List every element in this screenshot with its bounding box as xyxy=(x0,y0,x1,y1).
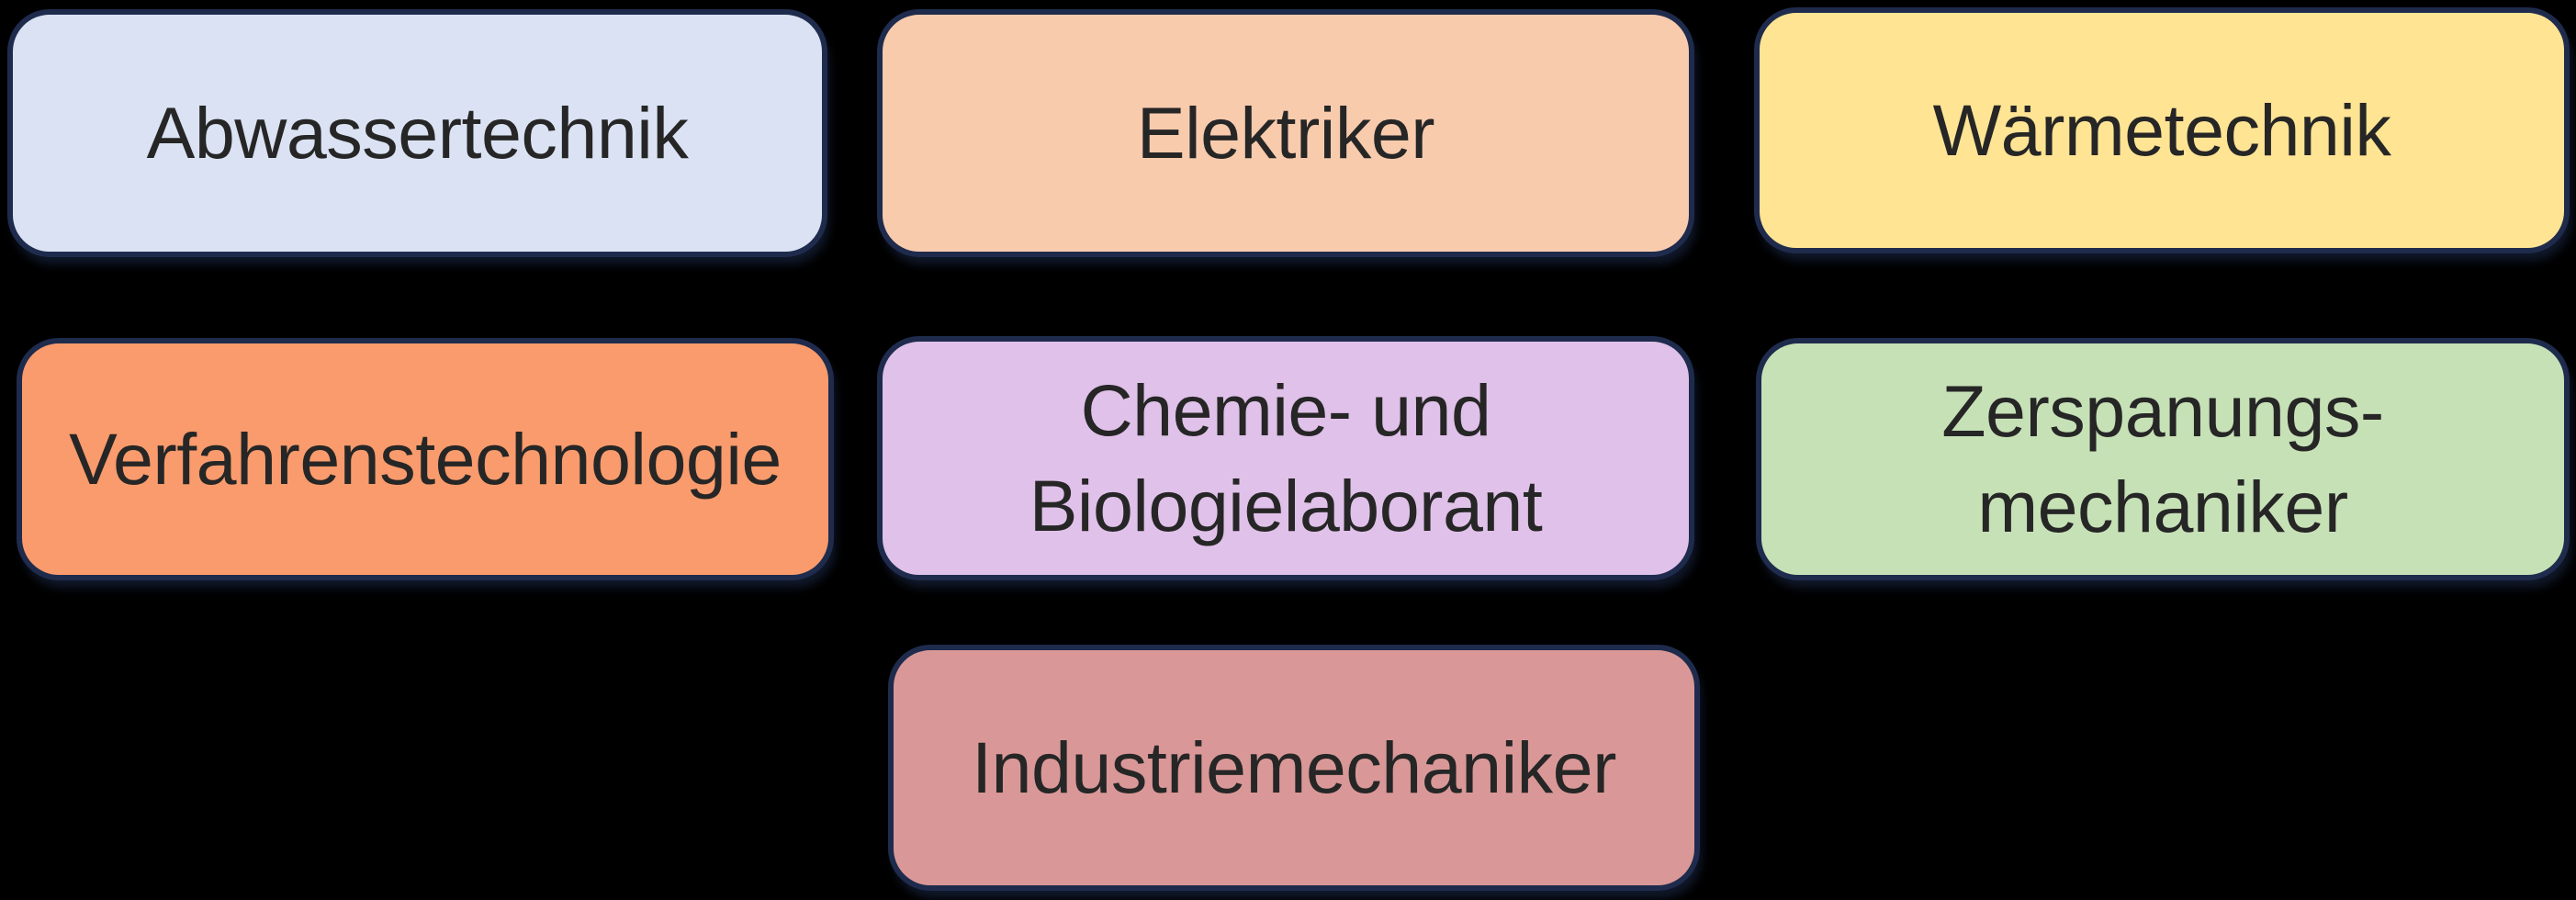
job-box-label-line: Biologielaborant xyxy=(1029,465,1543,546)
job-box-label-industriemechaniker: Industriemechaniker xyxy=(972,720,1616,816)
job-box-zerspanungsmechaniker: Zerspanungs-mechaniker xyxy=(1756,338,2570,580)
job-box-label-line: Chemie- und xyxy=(1080,368,1491,451)
job-box-abwassertechnik: Abwassertechnik xyxy=(7,9,827,257)
job-box-label-line: Zerspanungs- xyxy=(1941,369,2384,452)
job-box-label-line: mechaniker xyxy=(1977,466,2348,547)
job-box-label-line: Elektriker xyxy=(1136,91,1435,174)
job-box-label-verfahrenstechnologie: Verfahrenstechnologie xyxy=(69,411,782,507)
job-box-elektriker: Elektriker xyxy=(877,9,1694,257)
job-box-verfahrenstechnologie: Verfahrenstechnologie xyxy=(17,338,834,580)
job-box-label-line: Abwassertechnik xyxy=(146,91,689,174)
job-box-waermetechnik: Wärmetechnik xyxy=(1754,7,2570,253)
job-box-label-line: Wärmetechnik xyxy=(1932,88,2391,171)
job-box-label-abwassertechnik: Abwassertechnik xyxy=(147,85,689,181)
job-box-label-waermetechnik: Wärmetechnik xyxy=(1933,83,2391,178)
job-box-label-elektriker: Elektriker xyxy=(1136,85,1435,181)
job-box-label-line: Verfahrenstechnologie xyxy=(69,417,782,500)
job-box-label-zerspanungsmechaniker: Zerspanungs-mechaniker xyxy=(1941,364,2384,556)
job-box-label-line: Industriemechaniker xyxy=(972,726,1616,808)
job-box-industriemechaniker: Industriemechaniker xyxy=(888,645,1700,891)
